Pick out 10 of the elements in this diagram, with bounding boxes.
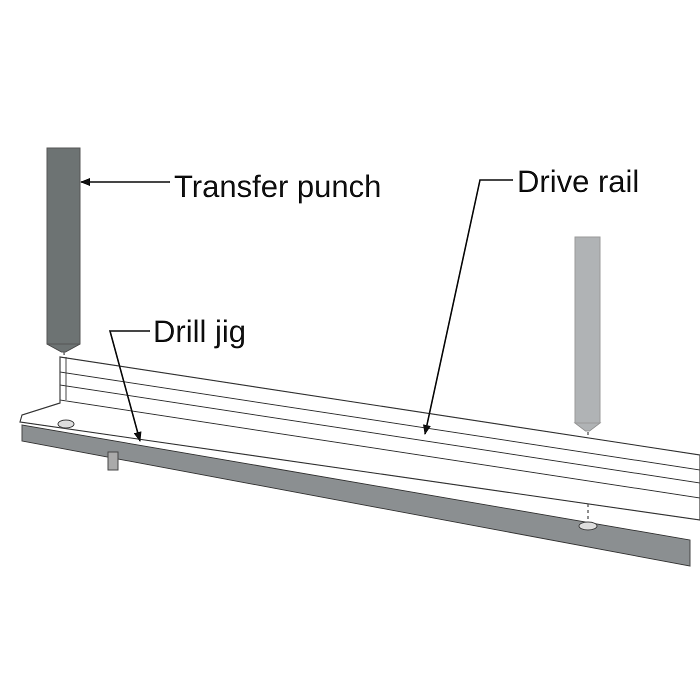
drive-rail-drawing	[19, 356, 700, 521]
leader-line	[80, 178, 170, 186]
leader-line	[423, 179, 513, 435]
drill-jig-drawing	[22, 424, 690, 567]
punch-drawing	[46, 148, 80, 352]
part-label: Transfer punch	[174, 171, 382, 202]
punch-drawing	[574, 236, 602, 432]
part-label: Drive rail	[517, 166, 640, 197]
leader-line	[108, 330, 150, 442]
part-label: Drill jig	[153, 316, 246, 347]
